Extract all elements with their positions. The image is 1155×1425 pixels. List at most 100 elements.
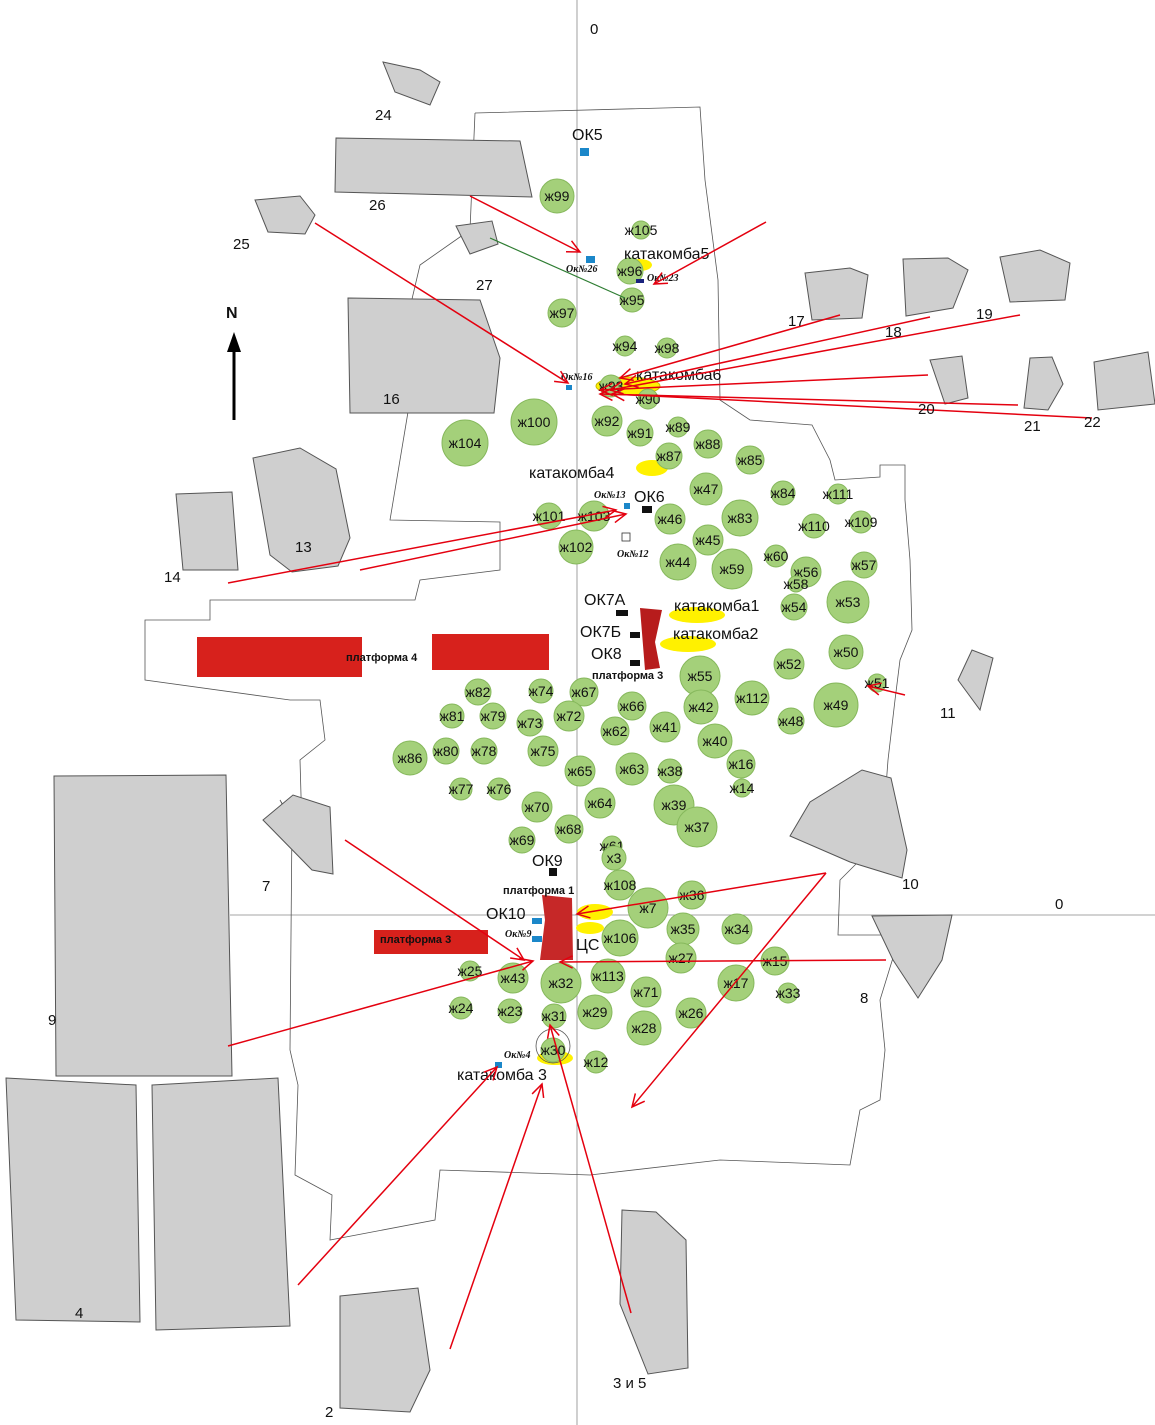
grave-ж46: ж46 bbox=[654, 503, 686, 535]
ok-marker-label: ОК9 bbox=[532, 853, 563, 870]
grave-label: ж23 bbox=[498, 1003, 523, 1019]
grave-ж55: ж55 bbox=[679, 655, 721, 697]
grave-label: ж39 bbox=[662, 797, 687, 813]
grave-circle bbox=[654, 503, 686, 535]
fragment-13 bbox=[252, 447, 351, 573]
grave-label: ж37 bbox=[685, 819, 710, 835]
grave-label: ж49 bbox=[824, 697, 849, 713]
fragment-7 bbox=[262, 794, 334, 875]
platform-4-east bbox=[432, 634, 549, 670]
grave-label: ж71 bbox=[634, 984, 659, 1000]
ok-marker-label: ОК6 bbox=[634, 489, 665, 506]
grave-label: ж105 bbox=[625, 222, 658, 238]
grave-label: ж34 bbox=[725, 921, 750, 937]
grave-label: ж81 bbox=[440, 708, 465, 724]
fragment-label-20: 20 bbox=[918, 401, 935, 418]
catacomb2-shape bbox=[660, 636, 716, 652]
fragment-label-16: 16 bbox=[383, 391, 400, 408]
platform-label-1: платформа 3 bbox=[592, 670, 663, 682]
ok-marker-label: ОК7Б bbox=[580, 624, 621, 641]
grave-circle bbox=[539, 178, 575, 214]
ok-marker-shape bbox=[642, 506, 652, 513]
ok-marker-ок7а: ОК7А bbox=[584, 592, 628, 616]
grave-ж91: ж91 bbox=[626, 419, 654, 447]
grave-circle bbox=[675, 997, 707, 1029]
grave-ж50: ж50 bbox=[828, 634, 864, 670]
grave-ж85: ж85 bbox=[735, 445, 765, 475]
arrow-1 bbox=[469, 195, 582, 253]
grave-ж51: ж51 bbox=[865, 673, 890, 693]
grave-circle bbox=[521, 791, 553, 823]
grave-ж77: ж77 bbox=[449, 777, 474, 801]
grave-circle bbox=[827, 483, 849, 505]
grave-label: ж80 bbox=[434, 743, 459, 759]
grave-label: ж70 bbox=[525, 799, 550, 815]
grave-ж89: ж89 bbox=[666, 416, 691, 438]
grave-ж72: ж72 bbox=[553, 700, 585, 732]
grave-label: ж55 bbox=[688, 668, 713, 684]
grave-circle bbox=[584, 1050, 608, 1074]
catacomb-label-катакомба2: катакомба2 bbox=[673, 626, 759, 643]
grave-circle bbox=[770, 480, 796, 506]
fragment-20 bbox=[929, 355, 969, 405]
grave-ж63: ж63 bbox=[615, 752, 649, 786]
grave-ж102: ж102 bbox=[558, 529, 594, 565]
ok-marker-ок9: ОК9 bbox=[532, 853, 563, 876]
ok-marker-ок-4: Ок№4 bbox=[495, 1050, 530, 1068]
arrow-11 bbox=[866, 682, 906, 696]
grave-label: ж95 bbox=[620, 292, 645, 308]
ok-marker-ок10: ОК10 bbox=[486, 906, 542, 924]
axis-label-top: 0 bbox=[590, 21, 598, 38]
arrow-13 bbox=[227, 957, 535, 1047]
grave-label: ж102 bbox=[560, 539, 593, 555]
grave-ж97: ж97 bbox=[547, 298, 577, 328]
grave-label: ж74 bbox=[529, 683, 554, 699]
grave-ж23: ж23 bbox=[497, 998, 523, 1024]
grave-circle bbox=[697, 723, 733, 759]
cs-label: ЦС bbox=[576, 937, 599, 954]
grave-label: ж43 bbox=[501, 970, 526, 986]
grave-ж52: ж52 bbox=[773, 648, 805, 680]
grave-label: ж32 bbox=[549, 975, 574, 991]
grave-circle bbox=[626, 419, 654, 447]
grave-circle bbox=[637, 388, 659, 410]
grave-label: ж104 bbox=[449, 435, 482, 451]
fragment-14 bbox=[175, 491, 239, 571]
axis-label-right: 0 bbox=[1055, 896, 1063, 913]
fragment-26 bbox=[334, 137, 533, 198]
grave-label: ж25 bbox=[458, 963, 483, 979]
catacomb-labels: катакомба5катакомба6катакомба4катакомба1… bbox=[457, 246, 760, 1084]
grave-ж31: ж31 bbox=[541, 1003, 567, 1029]
grave-label: ж7 bbox=[639, 900, 656, 916]
grave-label: ж14 bbox=[730, 780, 755, 796]
grave-ж108: ж108 bbox=[604, 869, 637, 901]
grave-ж101: ж101 bbox=[533, 502, 566, 530]
ok-marker-ок6: ОК6 bbox=[634, 489, 665, 513]
fragment-27 bbox=[455, 220, 499, 255]
grave-label: ж87 bbox=[657, 448, 682, 464]
green-connector-line bbox=[489, 237, 626, 299]
grave-circle bbox=[649, 711, 681, 743]
grave-label: ж47 bbox=[694, 481, 719, 497]
fragment-22 bbox=[1093, 351, 1155, 411]
grave-circle bbox=[849, 510, 873, 534]
grave-circle bbox=[584, 787, 616, 819]
grave-label: ж86 bbox=[398, 750, 423, 766]
grave-ж64: ж64 bbox=[584, 787, 616, 819]
grave-ж65: ж65 bbox=[564, 755, 596, 787]
ok-marker-label: Ок№9 bbox=[505, 929, 531, 940]
grave-label: ж96 bbox=[618, 263, 643, 279]
fragment-label-26: 26 bbox=[369, 197, 386, 214]
ok-marker-shape bbox=[616, 610, 628, 616]
grave-ж96: ж96 bbox=[616, 257, 644, 285]
ok-marker-label: ОК8 bbox=[591, 646, 622, 663]
grave-circle bbox=[826, 580, 870, 624]
grave-circle bbox=[617, 691, 647, 721]
grave-ж47: ж47 bbox=[689, 472, 723, 506]
grave-circle bbox=[693, 429, 723, 459]
grave-label: ж17 bbox=[724, 975, 749, 991]
grave-ж69: ж69 bbox=[508, 826, 536, 854]
fragment-label-13: 13 bbox=[295, 539, 312, 556]
